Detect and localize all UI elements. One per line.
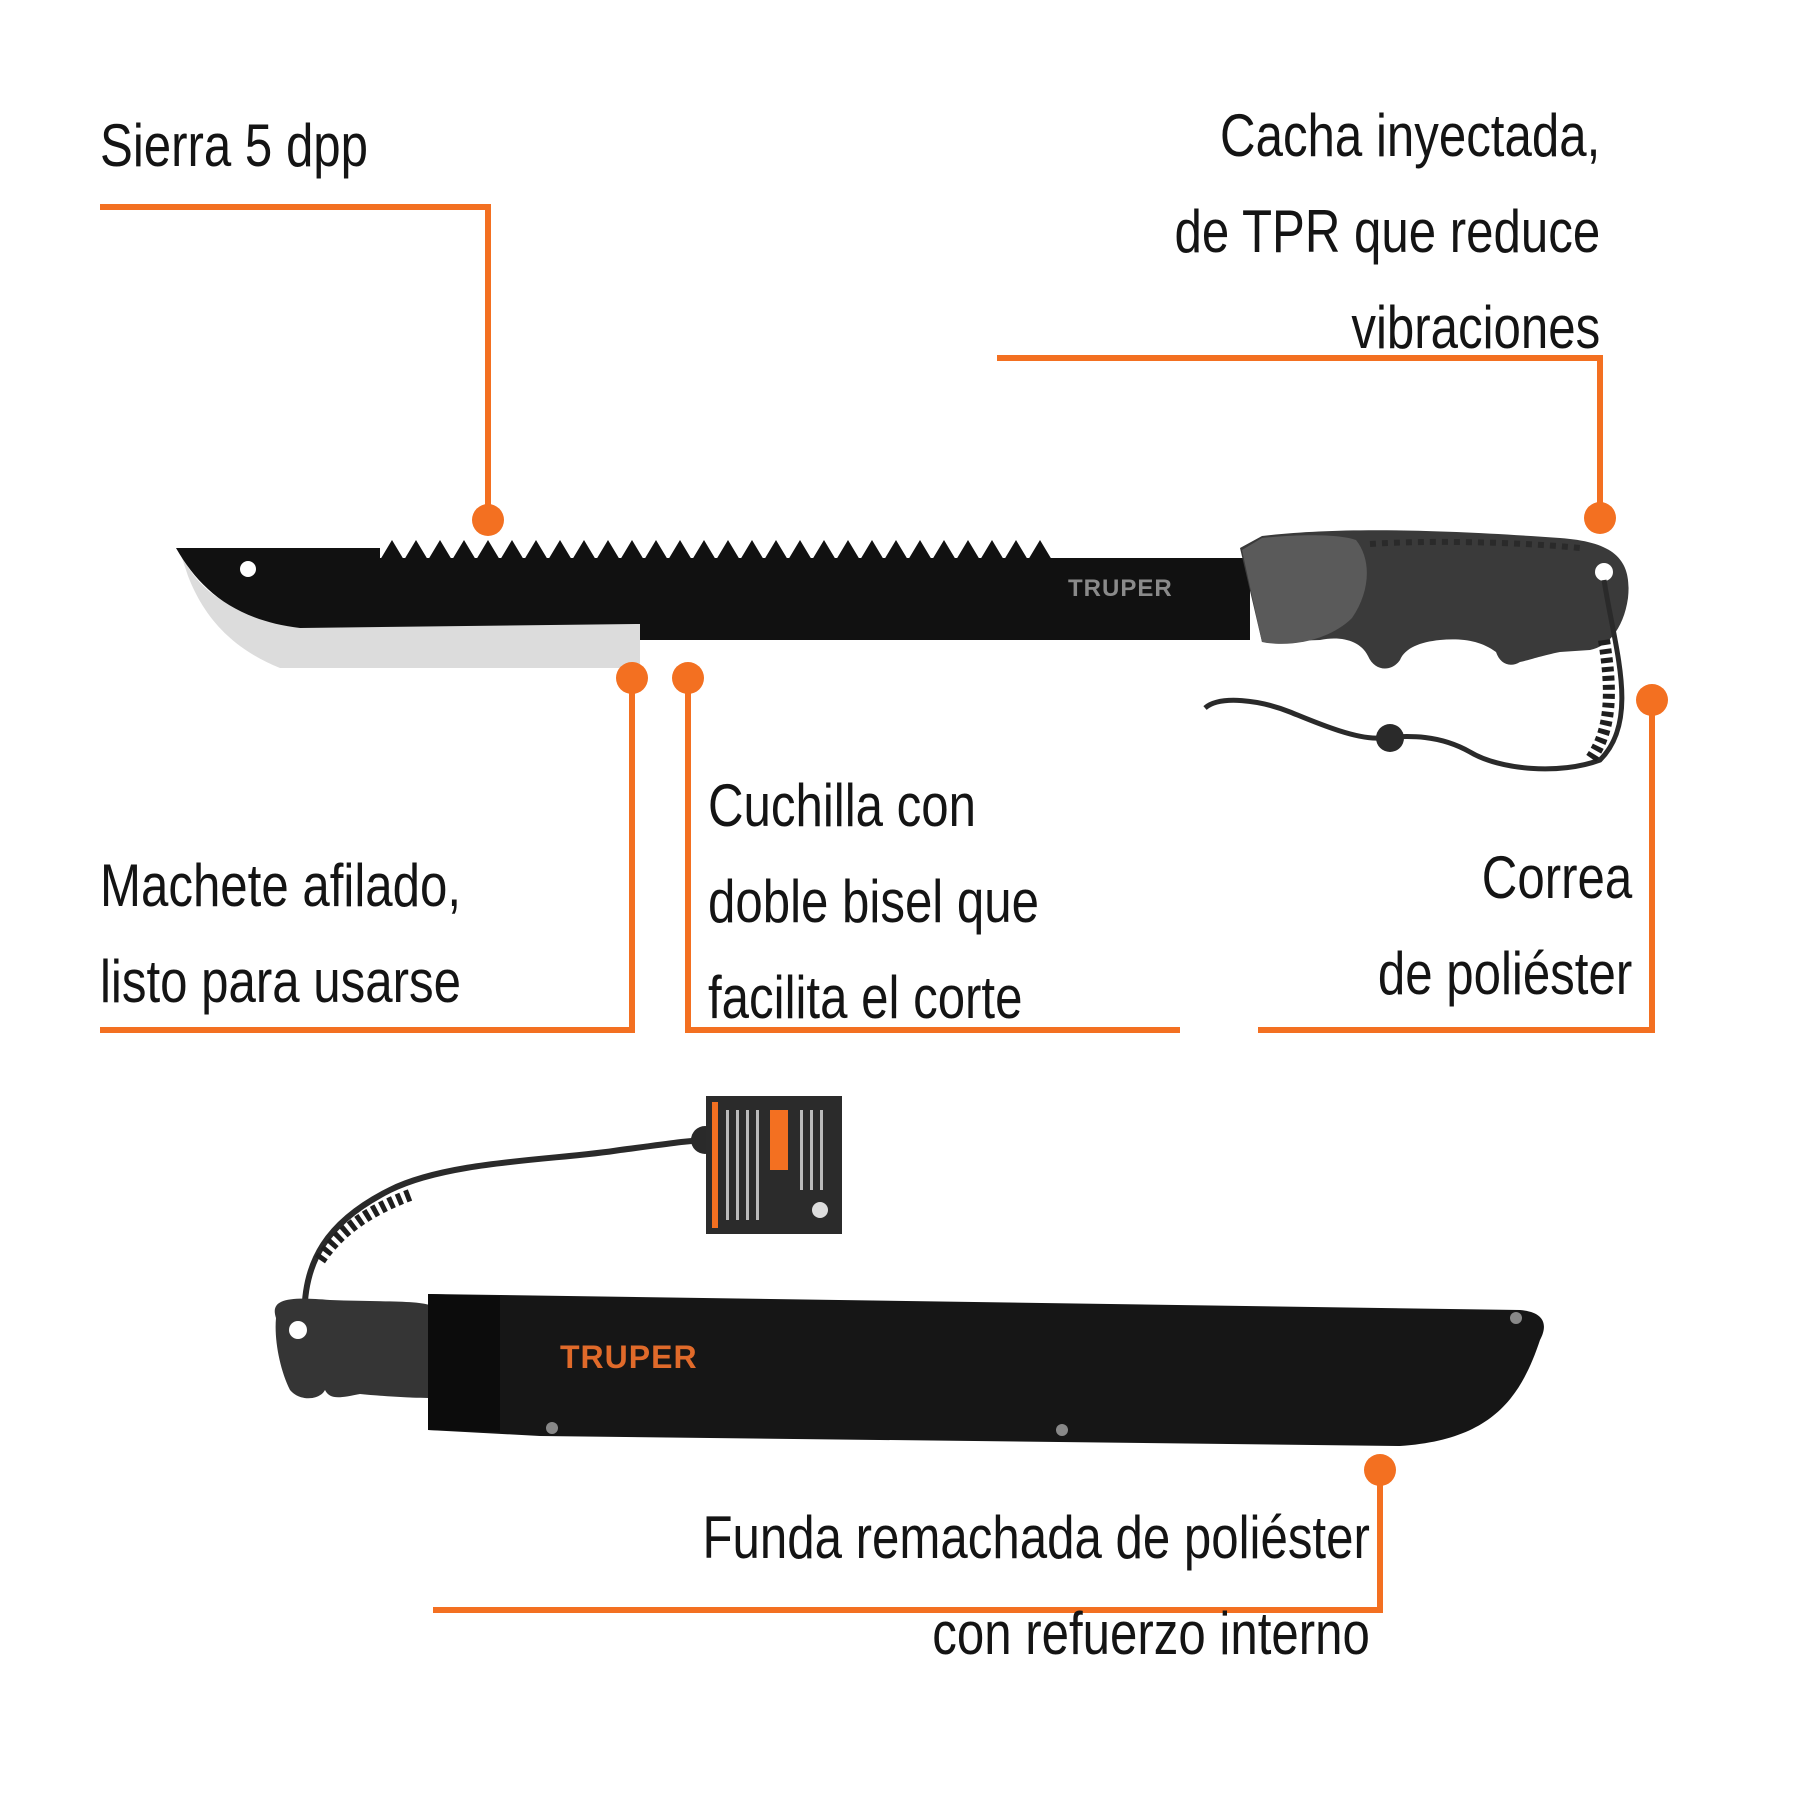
- machete-blade: [176, 548, 1250, 640]
- sheath-lanyard: [301, 1109, 723, 1329]
- sheathed-handle: [274, 1298, 432, 1399]
- sheath-rivet: [1056, 1424, 1068, 1436]
- callout-sharp-line: listo para usarse: [100, 948, 461, 1015]
- sheathed-handle-hole: [289, 1321, 307, 1339]
- dot-bevel: [672, 662, 704, 694]
- dot-sharp: [616, 662, 648, 694]
- callout-sheath-line: Funda remachada de poliéster: [702, 1504, 1370, 1571]
- dot-grip: [1584, 502, 1616, 534]
- saw-teeth: [380, 540, 1052, 560]
- lanyard-cord-wrap: [1585, 639, 1615, 764]
- machete: TRUPER: [176, 530, 1629, 772]
- sheath-lanyard-wrap: [315, 1189, 413, 1264]
- sheathed-machete: TRUPER: [274, 1096, 1544, 1446]
- callout-bevel-line: doble bisel que: [708, 868, 1039, 935]
- callout-sharp: Machete afilado, listo para usarse: [100, 838, 461, 1030]
- callout-sheath: Funda remachada de poliéster con refuerz…: [703, 1490, 1370, 1682]
- callout-strap-line: de poliéster: [1377, 940, 1632, 1007]
- handle-guard: [1242, 535, 1367, 644]
- lanyard-cord: [1203, 579, 1625, 772]
- callout-strap: Correa de poliéster: [1378, 830, 1632, 1022]
- callout-saw-line: Sierra 5 dpp: [100, 112, 369, 179]
- callout-grip-line: Cacha inyectada,: [1219, 102, 1600, 169]
- leader-saw: [100, 204, 491, 518]
- dot-saw: [472, 504, 504, 536]
- callout-strap-line: Correa: [1481, 844, 1632, 911]
- dot-sheath: [1364, 1454, 1396, 1486]
- sheath-strap: [428, 1294, 500, 1432]
- sheath-body: [428, 1294, 1544, 1446]
- callout-sheath-line: con refuerzo interno: [932, 1600, 1370, 1667]
- blade-hole: [240, 561, 256, 577]
- callout-saw: Sierra 5 dpp: [100, 98, 368, 194]
- leader-sharp: [100, 678, 635, 1033]
- leader-strap: [1258, 700, 1655, 1033]
- leader-grip: [997, 355, 1603, 518]
- callout-sharp-line: Machete afilado,: [100, 852, 462, 919]
- leader-sheath: [433, 1472, 1383, 1613]
- callout-grip-line: de TPR que reduce: [1174, 198, 1600, 265]
- lanyard-knot: [1376, 724, 1404, 752]
- callout-bevel-line: facilita el corte: [708, 964, 1023, 1031]
- sheath-rivet: [546, 1422, 558, 1434]
- sheath-brand-label: TRUPER: [560, 1339, 698, 1375]
- callout-leaders: [100, 204, 1655, 1613]
- callout-grip-line: vibraciones: [1351, 294, 1600, 361]
- dot-strap: [1636, 684, 1668, 716]
- leader-bevel: [685, 678, 1180, 1033]
- callout-bevel: Cuchilla con doble bisel que facilita el…: [708, 758, 1039, 1046]
- sheath-rivet: [1510, 1312, 1522, 1324]
- hang-tag: [706, 1096, 842, 1234]
- callout-dots: [472, 502, 1668, 1486]
- callout-grip: Cacha inyectada, de TPR que reduce vibra…: [1174, 88, 1600, 376]
- blade-brand-label: TRUPER: [1068, 575, 1173, 602]
- handle-hole: [1595, 563, 1613, 581]
- callout-bevel-line: Cuchilla con: [708, 772, 977, 839]
